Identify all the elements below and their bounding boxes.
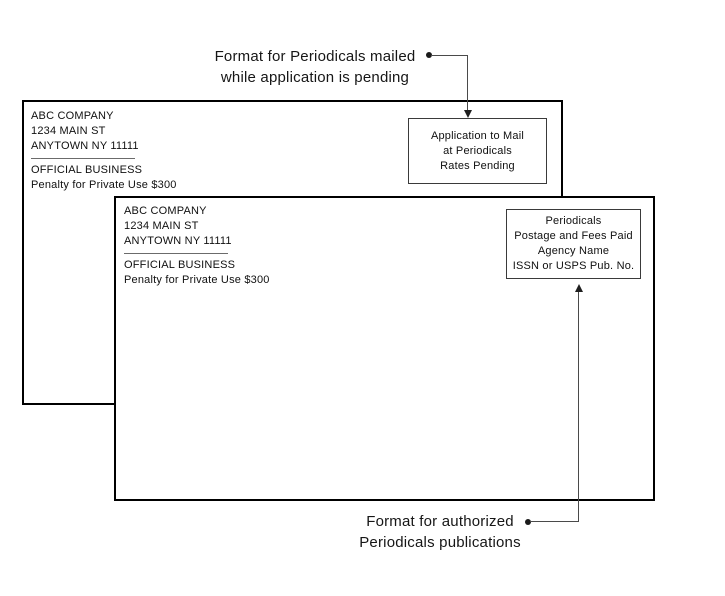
imprint-line: Agency Name xyxy=(537,245,610,257)
connector-pending-dot xyxy=(426,52,432,58)
connector-authorized-dot xyxy=(525,519,531,525)
caption-authorized: Format for authorized Periodicals public… xyxy=(350,511,530,553)
address-line: ABC COMPANY xyxy=(124,205,207,217)
address-line: ABC COMPANY xyxy=(31,110,114,122)
imprint-line: Postage and Fees Paid xyxy=(514,230,633,242)
connector-pending-vline xyxy=(467,55,468,111)
caption-authorized-line1: Format for authorized xyxy=(366,513,514,530)
caption-pending-line2: while application is pending xyxy=(220,69,410,86)
arrow-up-icon xyxy=(575,284,583,292)
imprint-line: ISSN or USPS Pub. No. xyxy=(512,260,635,272)
address-line: ANYTOWN NY 11111 xyxy=(124,235,232,247)
imprint-line: Rates Pending xyxy=(440,159,515,172)
caption-pending: Format for Periodicals mailed while appl… xyxy=(195,46,435,88)
penalty-line: Penalty for Private Use $300 xyxy=(124,274,270,286)
connector-authorized-vline xyxy=(578,291,579,522)
pending-imprint-box: Application to Mail at Periodicals Rates… xyxy=(408,118,547,184)
return-address-pending: ABC COMPANY 1234 MAIN ST ANYTOWN NY 1111… xyxy=(31,109,177,193)
periodicals-imprint-box: Periodicals Postage and Fees Paid Agency… xyxy=(506,209,641,279)
address-separator xyxy=(31,158,135,159)
caption-authorized-line2: Periodicals publications xyxy=(359,534,521,551)
arrow-down-icon xyxy=(464,110,472,118)
connector-authorized-hline xyxy=(530,521,579,522)
imprint-line: at Periodicals xyxy=(443,144,512,157)
address-separator xyxy=(124,253,228,254)
envelope-authorized: ABC COMPANY 1234 MAIN ST ANYTOWN NY 1111… xyxy=(114,196,655,501)
return-address-authorized: ABC COMPANY 1234 MAIN ST ANYTOWN NY 1111… xyxy=(124,204,270,288)
imprint-line: Application to Mail xyxy=(430,129,525,142)
official-business-line: OFFICIAL BUSINESS xyxy=(31,164,143,176)
address-line: 1234 MAIN ST xyxy=(124,220,199,232)
caption-pending-line1: Format for Periodicals mailed xyxy=(214,48,416,65)
address-line: 1234 MAIN ST xyxy=(31,125,106,137)
penalty-line: Penalty for Private Use $300 xyxy=(31,179,177,191)
connector-pending-hline xyxy=(431,55,467,56)
official-business-line: OFFICIAL BUSINESS xyxy=(124,259,236,271)
imprint-line: Periodicals xyxy=(545,215,602,227)
address-line: ANYTOWN NY 11111 xyxy=(31,140,139,152)
